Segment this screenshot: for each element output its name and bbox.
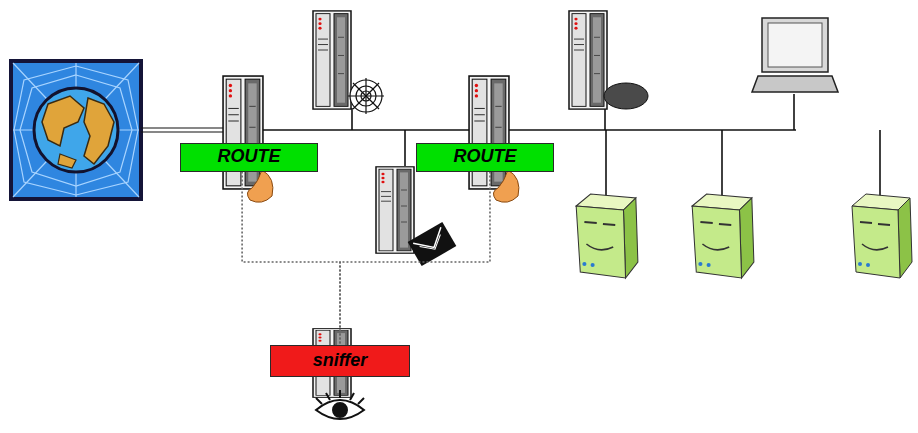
- router-label-box: ROUTE: [180, 143, 318, 172]
- node-label: ROUTE: [218, 147, 281, 167]
- sniffing-nose: [247, 170, 518, 202]
- internet-globe: [11, 61, 141, 199]
- sniffer-label-box: sniffer: [270, 345, 410, 377]
- monitor-link: [340, 172, 490, 346]
- web-server: [313, 11, 351, 109]
- node-label: sniffer: [313, 351, 368, 371]
- watching-eye: [316, 390, 364, 419]
- spider-web-icon: [348, 78, 384, 114]
- disk-icon: [604, 83, 648, 109]
- router-label-box: ROUTE: [416, 143, 554, 172]
- mail-envelope-icon: [408, 222, 457, 266]
- workstation: [692, 194, 754, 278]
- laptop: [752, 18, 838, 92]
- mail-server: [376, 167, 414, 253]
- router-server: [469, 76, 509, 189]
- node-label: ROUTE: [454, 147, 517, 167]
- file-server: [569, 11, 607, 109]
- workstation: [852, 194, 912, 278]
- monitor-link: [242, 172, 340, 346]
- workstation: [576, 194, 638, 278]
- router-server: [223, 76, 263, 189]
